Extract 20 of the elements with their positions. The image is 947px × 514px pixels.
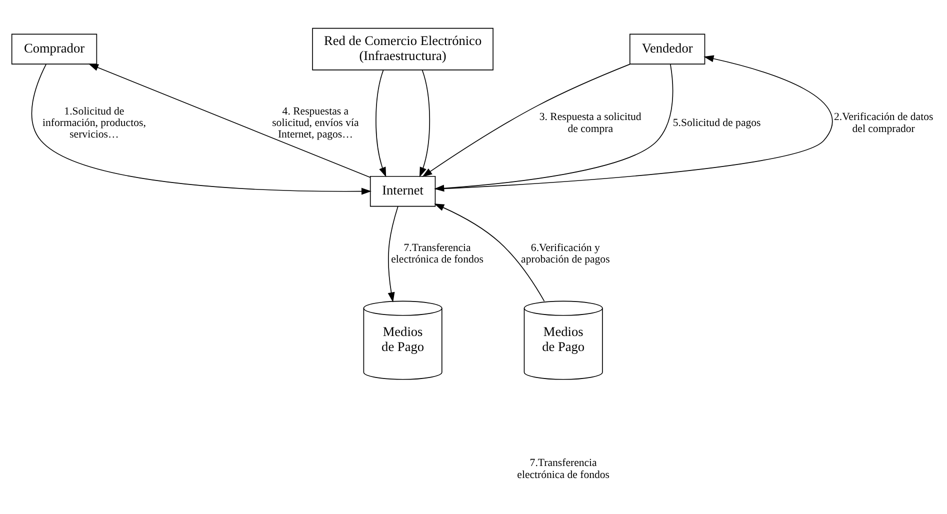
edge-label: 1.Solicitud de información, productos, servicios… [42, 104, 146, 140]
arrow [31, 63, 372, 194]
edge-label: 6.Verificación y aprobación de pagos [521, 241, 610, 265]
arrow [88, 63, 371, 178]
node-box: Red de Comercio Electrónico (Infraestructura) [312, 27, 494, 70]
arrow [376, 69, 386, 177]
arrow [419, 69, 430, 177]
arrow [388, 206, 398, 302]
arrow [435, 54, 833, 190]
node-box: Internet [370, 175, 436, 206]
edge-label: 3. Respuesta a solicitud de compra [539, 110, 642, 134]
edge-label: 4. Respuestas a solicitud, envíos vía Internet, pagos… [272, 104, 359, 140]
edge-label: 7.Transferencia electrónica de fondos [391, 241, 484, 265]
label: 7.Transferencia electrónica de fondos [517, 456, 610, 480]
node-box: Comprador [11, 33, 98, 64]
node-box: Vendedor [629, 33, 706, 64]
edge-label: 5.Solicitud de pagos [672, 116, 761, 128]
edge-label: 2.Verificación de datos del comprador [834, 110, 934, 134]
arrow [434, 203, 545, 302]
arrow [422, 63, 630, 176]
